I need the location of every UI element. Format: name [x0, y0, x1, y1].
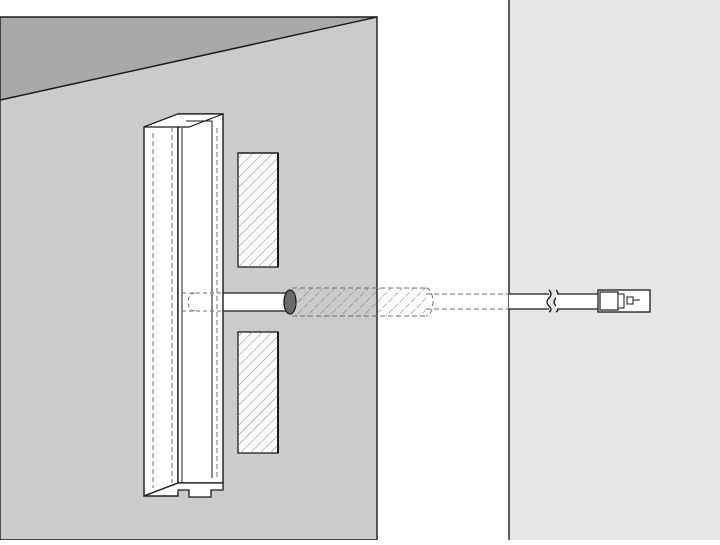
right-panel — [509, 0, 720, 540]
feed-cable-visible — [222, 292, 290, 312]
plug-connector — [597, 289, 651, 313]
cable-profile-entry — [182, 292, 222, 312]
cable-hidden-in-wall — [426, 293, 509, 310]
mounting-block-upper — [237, 152, 279, 268]
wall-top-face — [0, 16, 378, 101]
led-profile — [143, 112, 224, 498]
feed-cable-outer — [509, 289, 598, 313]
mounting-block-lower — [237, 331, 279, 454]
wall-conduit — [292, 287, 434, 317]
